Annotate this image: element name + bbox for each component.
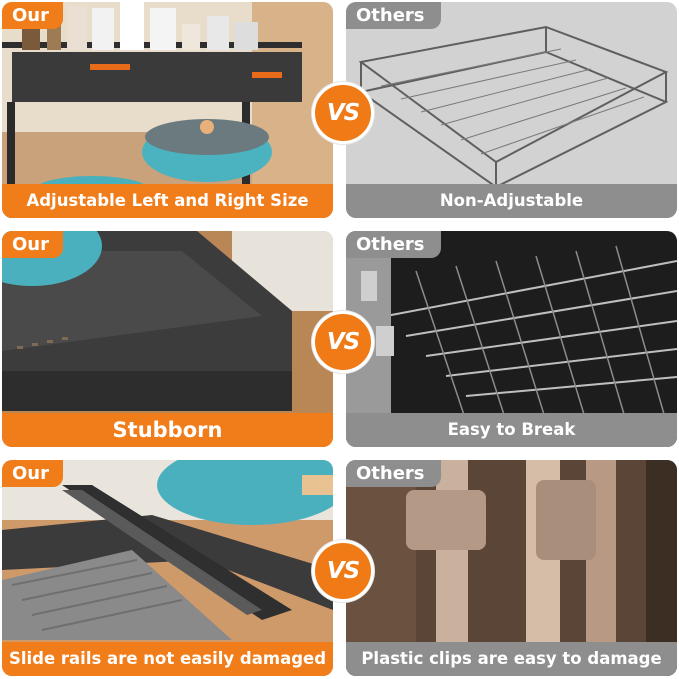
others-caption-easy-to-break: Easy to Break xyxy=(346,413,677,447)
others-plastic-clip-photo xyxy=(346,460,677,676)
others-wire-basket-photo xyxy=(346,2,677,218)
vs-badge: VS xyxy=(312,311,374,373)
others-tag: Others xyxy=(346,2,441,29)
others-tag: Others xyxy=(346,460,441,487)
ours-steel-tray-photo xyxy=(2,231,333,447)
ours-adjustable-panel: Our Adjustable Left and Right Size xyxy=(2,2,333,218)
others-easy-to-break-panel: Others Easy to Break xyxy=(346,231,677,447)
others-non-adjustable-panel: Others Non-Adjustable xyxy=(346,2,677,218)
others-caption-non-adjustable: Non-Adjustable xyxy=(346,184,677,218)
ours-slide-rail-photo xyxy=(2,460,333,676)
others-tag: Others xyxy=(346,231,441,258)
ours-tag: Our xyxy=(2,2,63,29)
ours-slide-rails-panel: Our Slide rails are not easily damaged xyxy=(2,460,333,676)
ours-tag: Our xyxy=(2,231,63,258)
others-plastic-clips-panel: Others Plastic clips are easy to damage xyxy=(346,460,677,676)
ours-caption-slide-rails: Slide rails are not easily damaged xyxy=(2,642,333,676)
ours-caption-stubborn: Stubborn xyxy=(2,413,333,447)
vs-badge: VS xyxy=(312,82,374,144)
ours-caption-adjustable: Adjustable Left and Right Size xyxy=(2,184,333,218)
others-caption-plastic-clips: Plastic clips are easy to damage xyxy=(346,642,677,676)
ours-tag: Our xyxy=(2,460,63,487)
ours-stubborn-panel: Our Stubborn xyxy=(2,231,333,447)
vs-badge: VS xyxy=(312,540,374,602)
